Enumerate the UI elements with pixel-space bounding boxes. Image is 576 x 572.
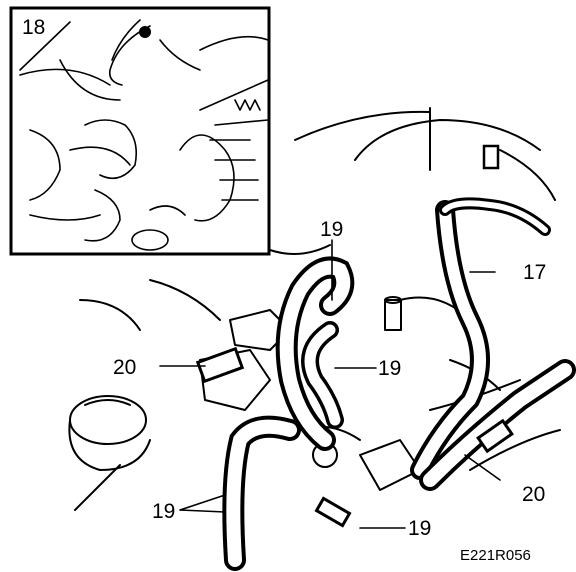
inset-label-18: 18 xyxy=(22,16,45,39)
hose-assembly xyxy=(195,144,576,571)
callout-19-lower-left: 19 xyxy=(152,500,175,523)
callout-19-top: 19 xyxy=(320,218,343,241)
callout-20-right: 20 xyxy=(522,483,545,506)
callout-19-bottom: 19 xyxy=(408,517,431,540)
leader-lines xyxy=(159,239,501,529)
callout-17: 17 xyxy=(523,261,546,284)
inset-detail: 18 xyxy=(9,6,271,256)
callout-19-center: 19 xyxy=(378,357,401,380)
callout-20-left: 20 xyxy=(113,356,136,379)
figure-reference: E221R056 xyxy=(460,547,531,564)
